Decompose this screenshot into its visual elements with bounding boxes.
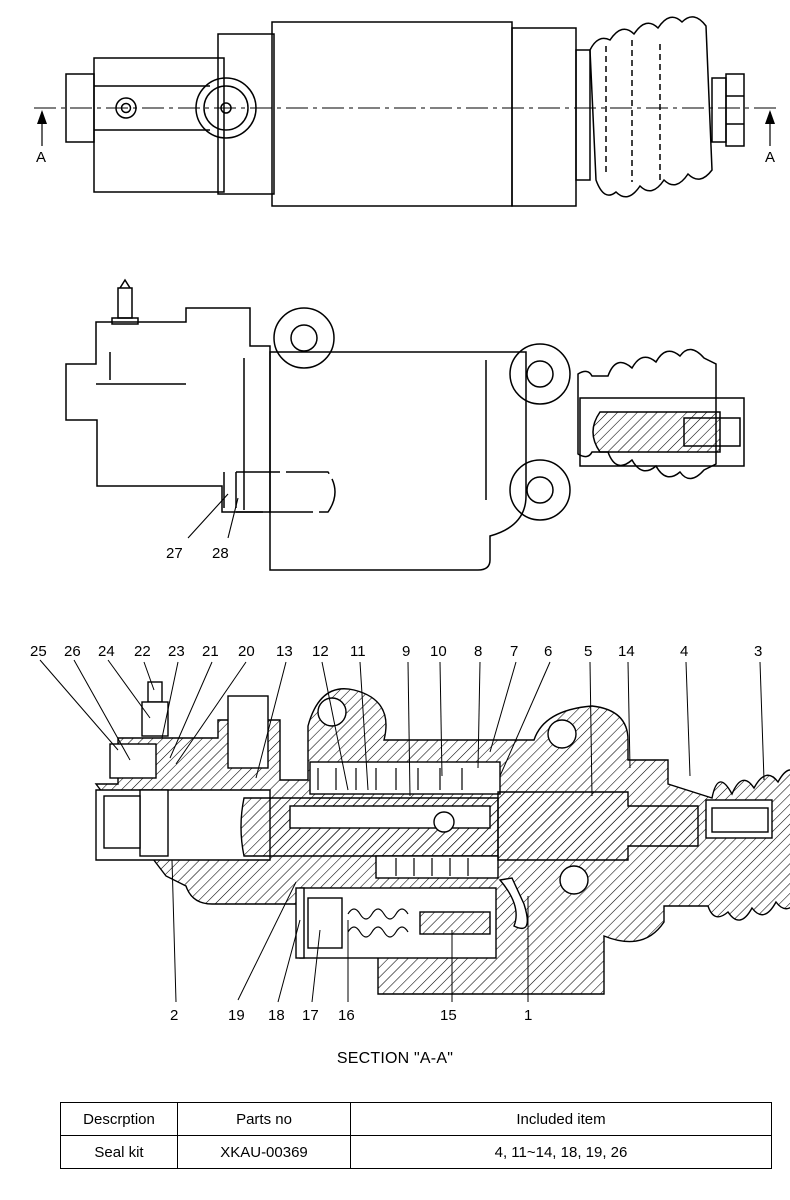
leader-lines <box>39 659 765 1003</box>
callout-2: 2 <box>170 1007 178 1024</box>
callout-13: 13 <box>276 643 293 660</box>
callout-5: 5 <box>584 643 592 660</box>
table-header-row: Descrption Parts no Included item <box>60 1102 772 1136</box>
callout-26: 26 <box>64 643 81 660</box>
callout-4: 4 <box>680 643 688 660</box>
callout-22: 22 <box>134 643 151 660</box>
callout-15: 15 <box>440 1007 457 1024</box>
header-included-item: Included item <box>350 1102 772 1136</box>
callout-9: 9 <box>402 643 410 660</box>
callout-3: 3 <box>754 643 762 660</box>
section-title: SECTION "A-A" <box>336 1050 454 1067</box>
callout-14: 14 <box>618 643 635 660</box>
callout-20: 20 <box>238 643 255 660</box>
seal-kit-table: Descrption Parts no Included item Seal k… <box>60 1102 772 1169</box>
section-mark-left: A <box>36 149 46 166</box>
callout-28: 28 <box>212 545 229 562</box>
callout-11: 11 <box>350 643 366 660</box>
top-view <box>34 16 780 207</box>
table-row: Seal kit XKAU-00369 4, 11~14, 18, 19, 26 <box>60 1135 772 1169</box>
callout-23: 23 <box>168 643 185 660</box>
side-view <box>65 278 745 571</box>
callout-27: 27 <box>166 545 183 562</box>
callout-25: 25 <box>30 643 47 660</box>
callout-24: 24 <box>98 643 115 660</box>
callout-21: 21 <box>202 643 219 660</box>
callout-7: 7 <box>510 643 518 660</box>
section-springs <box>317 768 469 938</box>
callout-10: 10 <box>430 643 447 660</box>
callout-1: 1 <box>524 1007 532 1024</box>
callout-12: 12 <box>312 643 329 660</box>
callout-17: 17 <box>302 1007 319 1024</box>
cell-included-item: 4, 11~14, 18, 19, 26 <box>350 1135 772 1169</box>
header-description: Descrption <box>60 1102 178 1136</box>
callout-6: 6 <box>544 643 552 660</box>
callout-8: 8 <box>474 643 482 660</box>
callout-18: 18 <box>268 1007 285 1024</box>
callouts-bottom: 2 19 18 17 16 15 1 <box>170 1007 532 1024</box>
header-parts-no: Parts no <box>177 1102 351 1136</box>
callout-19: 19 <box>228 1007 245 1024</box>
section-mark-right: A <box>765 149 775 166</box>
section-view <box>94 681 790 995</box>
callouts-top: 25 26 24 22 23 21 20 13 12 11 9 10 8 7 6… <box>30 643 762 660</box>
callout-16: 16 <box>338 1007 355 1024</box>
cell-description: Seal kit <box>60 1135 178 1169</box>
cell-parts-no: XKAU-00369 <box>177 1135 351 1169</box>
